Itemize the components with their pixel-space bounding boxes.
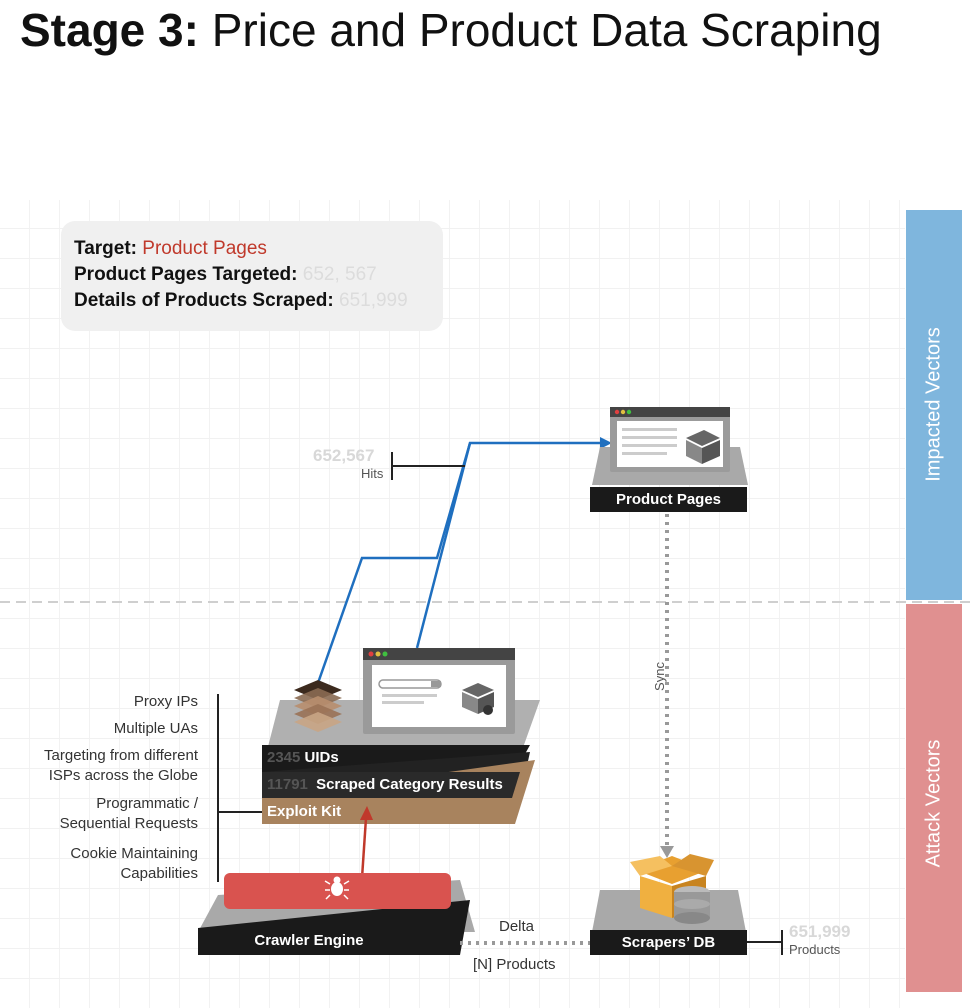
hits-label: Hits [361, 466, 384, 481]
exploit-kit-label: Exploit Kit [267, 803, 342, 820]
info-box [61, 221, 443, 331]
info-details: Details of Products Scraped: 651,999 [74, 290, 408, 312]
capability-item: Sequential Requests [59, 815, 198, 832]
scrapers-db-node [590, 854, 747, 955]
target-value: Product Pages [142, 238, 267, 259]
capability-item: ISPs across the Globe [48, 767, 198, 784]
scrapers-db-label: Scrapers’ DB [621, 934, 716, 951]
capability-item: Cookie Maintaining [70, 845, 198, 862]
sync-label: Sync [651, 662, 667, 691]
info-pages: Product Pages Targeted: 652, 567 [74, 264, 377, 286]
target-label: Target: [74, 238, 137, 259]
products-label: Products [789, 942, 841, 957]
hits-bracket [391, 452, 465, 480]
attack-vectors-band [906, 604, 962, 992]
hit-lines [316, 441, 600, 684]
pages-value: 652, 567 [302, 264, 377, 285]
hits-value: 652,567 [313, 446, 375, 465]
crawler-engine-label: Crawler Engine [254, 932, 364, 949]
background-grid [0, 200, 905, 1008]
n-products-label: [N] Products [473, 956, 556, 973]
capability-item: Programmatic / [96, 795, 198, 812]
info-target: Target: Product Pages [74, 238, 267, 260]
exploit-arrow-head [360, 806, 373, 820]
attack-stack-node [262, 648, 540, 824]
sync-arrow-head [660, 846, 674, 858]
title-text: Price and Product Data Scraping [211, 4, 882, 56]
title-stage: Stage 3: [20, 4, 199, 56]
scraped-row: 11791 Scraped Category Results [267, 776, 503, 793]
delta-label: Delta [499, 918, 535, 935]
products-value: 651,999 [789, 922, 851, 941]
product-pages-node [590, 407, 748, 512]
products-bracket [747, 930, 783, 955]
page-title: Stage 3: Price and Product Data Scraping [20, 0, 882, 60]
crawler-engine-node [198, 873, 475, 955]
scraped-count: 11791 [267, 776, 308, 793]
capability-item: Proxy IPs [133, 693, 198, 710]
capability-item: Targeting from different [44, 747, 198, 764]
hit-arrow-head [600, 437, 612, 449]
uids-count: 2345 [267, 749, 301, 766]
bug-icon [331, 876, 343, 896]
capability-item: Capabilities [120, 865, 198, 882]
pages-label: Product Pages Targeted: [74, 264, 298, 285]
details-label: Details of Products Scraped: [74, 290, 334, 311]
product-pages-label: Product Pages [615, 491, 722, 508]
uids-label: UIDs [304, 749, 339, 766]
exploit-arrow [360, 817, 368, 879]
details-value: 651,999 [339, 290, 408, 311]
impacted-vectors-band [906, 210, 962, 600]
scraped-label: Scraped Category Results [316, 776, 503, 793]
capability-item: Multiple UAs [113, 720, 198, 737]
uids-row: 2345 UIDs [267, 749, 339, 766]
capabilities-bracket [217, 694, 262, 882]
